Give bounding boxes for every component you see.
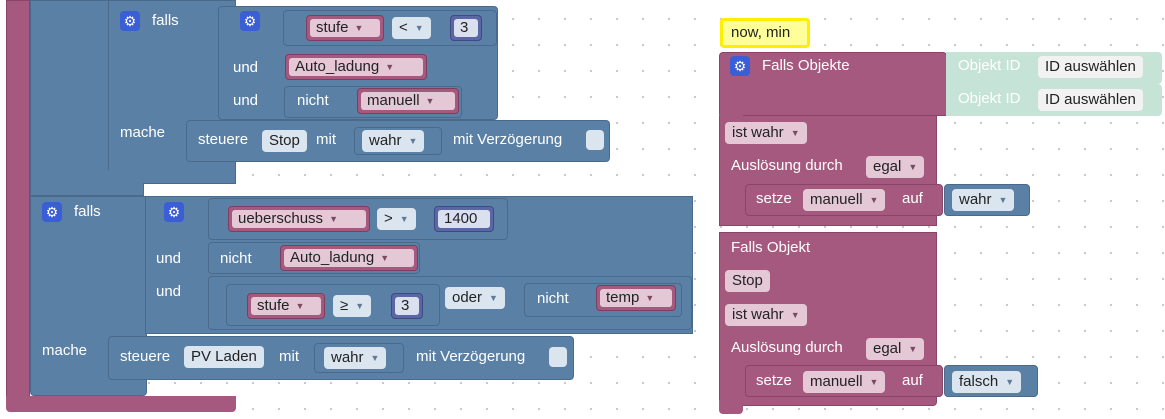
object-id-selector[interactable]: ID auswählen: [1038, 56, 1143, 78]
do-label: mache: [120, 124, 166, 141]
variable-temp[interactable]: temp▼: [596, 285, 676, 311]
triangle-down-icon: ▼: [998, 195, 1008, 205]
gear-icon[interactable]: ⚙: [730, 56, 750, 76]
not-label: nicht: [537, 290, 569, 307]
gear-icon[interactable]: ⚙: [42, 202, 62, 222]
object-id-selector[interactable]: ID auswählen: [1038, 89, 1143, 111]
triangle-down-icon: ▼: [869, 195, 879, 205]
cause-label: Auslösung durch: [731, 157, 843, 174]
boolean-dropdown[interactable]: wahr▼: [324, 347, 387, 369]
triangle-down-icon: ▼: [908, 344, 918, 354]
boolean-dropdown[interactable]: wahr▼: [952, 189, 1015, 211]
or-dropdown[interactable]: oder▼: [445, 287, 505, 309]
variable-auto-ladung[interactable]: Auto_ladung▼: [285, 54, 427, 80]
control-label: steuere: [198, 131, 249, 148]
condition-dropdown[interactable]: ist wahr▼: [725, 122, 807, 144]
not-label: nicht: [297, 92, 329, 109]
control-target[interactable]: Stop: [262, 130, 307, 152]
trigger-object-bottom: [719, 400, 743, 414]
and-label: und: [156, 250, 182, 267]
triangle-down-icon: ▼: [355, 301, 365, 311]
variable-stufe[interactable]: stufe▼: [306, 15, 384, 41]
number-block[interactable]: 3: [391, 293, 423, 319]
set-variable-dropdown[interactable]: manuell▼: [803, 189, 886, 211]
delay-label: mit Verzögerung: [453, 131, 563, 148]
triangle-down-icon: ▼: [1005, 377, 1015, 387]
with-label: mit: [279, 348, 299, 365]
delay-checkbox[interactable]: [586, 130, 604, 150]
not-label: nicht: [220, 250, 252, 267]
triangle-down-icon: ▼: [425, 96, 435, 106]
comment-bubble[interactable]: [720, 18, 810, 48]
delay-checkbox[interactable]: [549, 347, 567, 367]
number-block[interactable]: 3: [450, 15, 482, 41]
control-target[interactable]: PV Laden: [184, 346, 264, 368]
triangle-down-icon: ▼: [414, 23, 424, 33]
object-chip[interactable]: Stop: [725, 270, 770, 292]
do-label: mache: [42, 342, 88, 359]
set-label: setze: [756, 372, 792, 389]
outer-function-block-frame[interactable]: [6, 0, 30, 408]
gear-icon[interactable]: ⚙: [240, 11, 260, 31]
operator-dropdown[interactable]: ≥▼: [333, 295, 372, 317]
set-label: setze: [756, 190, 792, 207]
control-label: steuere: [120, 348, 171, 365]
with-label: mit: [316, 131, 336, 148]
triangle-down-icon: ▼: [354, 23, 364, 33]
triangle-down-icon: ▼: [645, 293, 655, 303]
triangle-down-icon: ▼: [908, 162, 918, 172]
to-label: auf: [902, 190, 923, 207]
and-label: und: [156, 283, 182, 300]
variable-manuell[interactable]: manuell▼: [357, 88, 459, 114]
trigger-title: Falls Objekt: [731, 239, 811, 256]
triangle-down-icon: ▼: [380, 253, 390, 263]
triangle-down-icon: ▼: [790, 128, 800, 138]
falls-inner-bottom: [108, 170, 143, 184]
set-variable-dropdown[interactable]: manuell▼: [803, 371, 886, 393]
triangle-down-icon: ▼: [329, 214, 338, 224]
object-id-label: Objekt ID: [958, 57, 1021, 74]
triangle-down-icon: ▼: [869, 377, 879, 387]
variable-stufe[interactable]: stufe▼: [247, 293, 325, 319]
cause-dropdown[interactable]: egal▼: [866, 156, 925, 178]
delay-label: mit Verzögerung: [416, 348, 526, 365]
gear-icon[interactable]: ⚙: [164, 202, 184, 222]
boolean-dropdown[interactable]: wahr▼: [362, 130, 425, 152]
variable-ueberschuss[interactable]: ueberschuss▼: [228, 206, 370, 232]
triangle-down-icon: ▼: [489, 293, 498, 303]
falls-label: falls: [152, 12, 179, 29]
operator-dropdown[interactable]: >▼: [377, 208, 416, 230]
cause-label: Auslösung durch: [731, 339, 843, 356]
outer-function-block-bottom: [6, 396, 236, 412]
boolean-dropdown[interactable]: falsch▼: [952, 371, 1022, 393]
trigger-title: Falls Objekte: [762, 57, 850, 74]
to-label: auf: [902, 372, 923, 389]
cause-dropdown[interactable]: egal▼: [866, 338, 925, 360]
triangle-down-icon: ▼: [399, 214, 409, 224]
operator-dropdown[interactable]: <▼: [392, 17, 431, 39]
condition-dropdown[interactable]: ist wahr▼: [725, 304, 807, 326]
falls-label: falls: [74, 203, 101, 220]
variable-auto-ladung[interactable]: Auto_ladung▼: [280, 245, 418, 271]
number-block[interactable]: 1400: [434, 206, 494, 232]
triangle-down-icon: ▼: [370, 353, 380, 363]
and-label: und: [233, 92, 259, 109]
trigger-objects-block[interactable]: [719, 52, 947, 116]
triangle-down-icon: ▼: [408, 136, 418, 146]
comment-text: now, min: [731, 24, 791, 41]
triangle-down-icon: ▼: [295, 301, 305, 311]
and-label: und: [233, 59, 259, 76]
object-id-label: Objekt ID: [958, 90, 1021, 107]
triangle-down-icon: ▼: [385, 62, 395, 72]
gear-icon[interactable]: ⚙: [120, 11, 140, 31]
triangle-down-icon: ▼: [790, 310, 800, 320]
